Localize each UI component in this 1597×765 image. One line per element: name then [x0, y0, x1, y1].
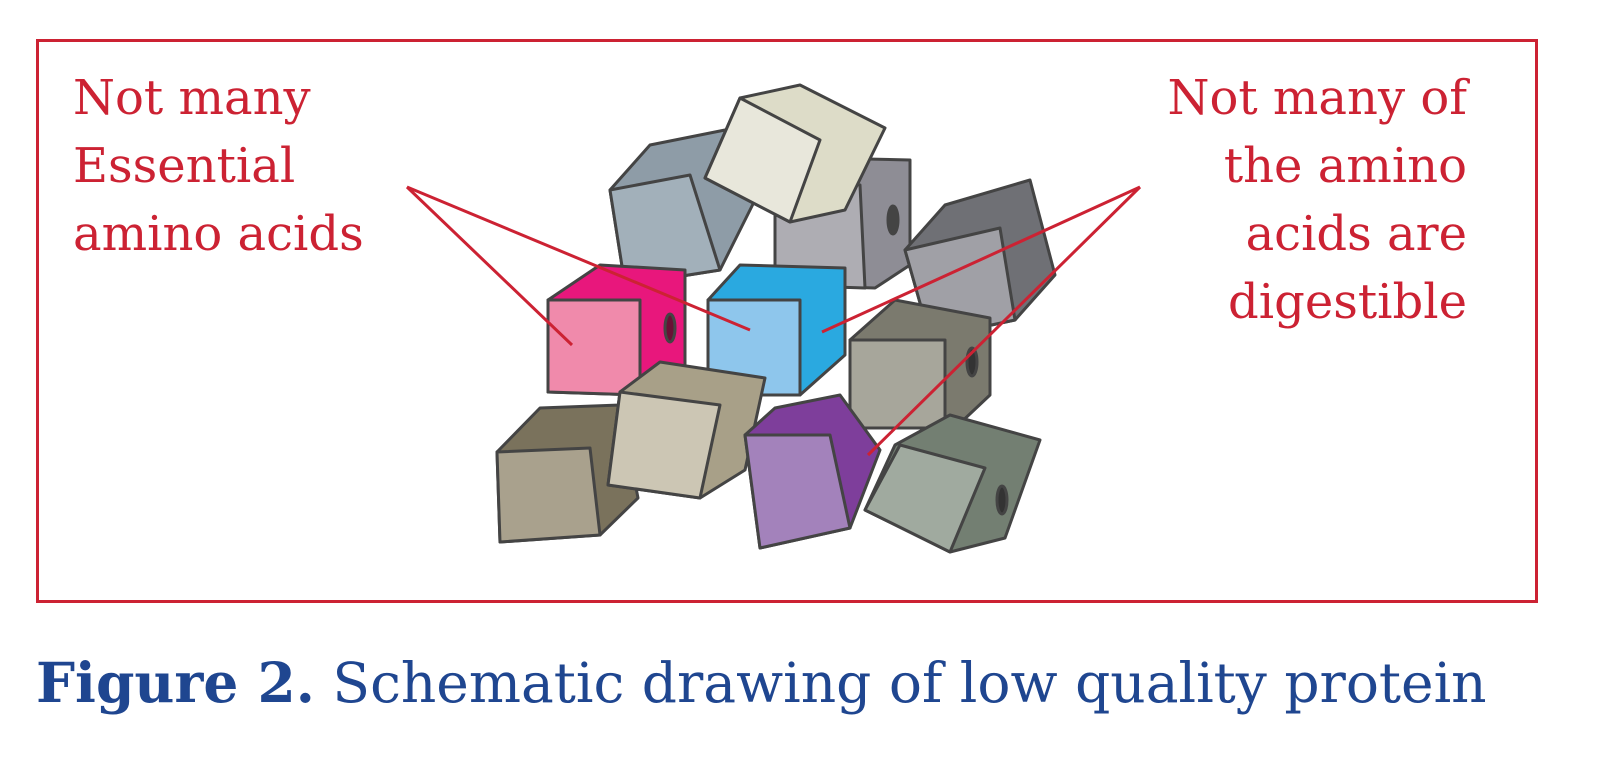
right-annotation: Not many of the amino acids are digestib… — [1167, 64, 1467, 336]
block-taupe-dark — [495, 403, 640, 544]
figure-number: Figure 2. — [36, 650, 315, 715]
right-annotation-line-1: Not many of — [1167, 70, 1467, 126]
left-annotation-line-1: Not many — [73, 70, 311, 126]
right-annotation-line-2: the amino — [1223, 138, 1467, 194]
callout-right-to-blue — [821, 185, 1141, 334]
callout-lines — [405, 185, 1142, 457]
block-pink — [546, 263, 687, 397]
figure-caption-text: Schematic drawing of low quality protein — [332, 651, 1487, 715]
left-annotation-line-2: Essential — [73, 138, 296, 194]
block-beige — [606, 360, 767, 500]
callout-right-to-purple — [866, 185, 1142, 457]
diagram-frame — [36, 39, 1538, 603]
block-olive-grey — [848, 298, 992, 430]
callout-left-to-blue — [406, 185, 751, 332]
left-annotation: Not many Essential amino acids — [73, 64, 364, 268]
block-purple — [743, 393, 882, 550]
right-annotation-line-4: digestible — [1228, 274, 1467, 330]
callout-left-to-pink — [405, 185, 574, 347]
figure-caption: Figure 2. Schematic drawing of low quali… — [36, 650, 1487, 715]
block-blue — [706, 263, 847, 397]
block-cream — [703, 83, 887, 224]
left-annotation-line-3: amino acids — [73, 206, 364, 262]
right-annotation-line-3: acids are — [1245, 206, 1467, 262]
block-green-grey — [863, 413, 1042, 554]
